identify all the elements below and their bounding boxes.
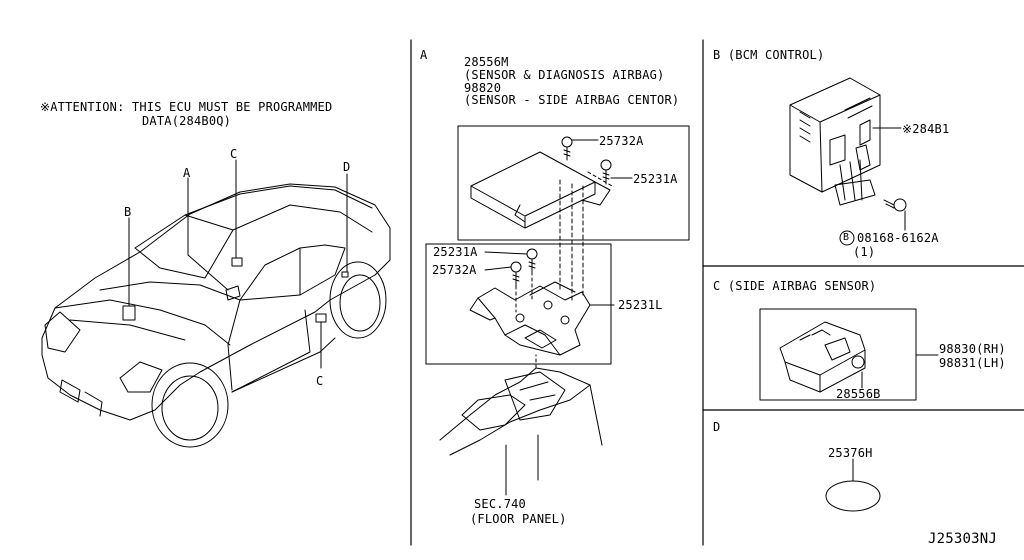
attention-note: ※ATTENTION: THIS ECU MUST BE PROGRAMMED [40, 100, 333, 114]
callout-d: D [343, 160, 351, 174]
part-25231a-bottom: 25231A [433, 245, 478, 259]
section-a-letter: A [420, 48, 428, 62]
callout-b: B [124, 205, 132, 219]
section-b-title: B (BCM CONTROL) [713, 48, 825, 62]
floor-panel-label: (FLOOR PANEL) [470, 512, 567, 526]
bolt-quantity: (1) [853, 245, 876, 259]
section-d-drawing [825, 458, 881, 512]
part-284b1: ※284B1 [902, 122, 950, 136]
callout-a: A [183, 166, 191, 180]
part-08168-6162a: 08168-6162A [857, 231, 939, 245]
bolt-circle-b: B [843, 232, 850, 243]
section-c-title: C (SIDE AIRBAG SENSOR) [713, 279, 877, 293]
panel-dividers [410, 39, 1024, 546]
section-c-drawing [759, 308, 939, 401]
part-28556m: 28556M [464, 55, 509, 69]
part-98820: 98820 [464, 81, 502, 95]
part-98831-lh: 98831(LH) [939, 356, 1006, 370]
desc-98820: (SENSOR - SIDE AIRBAG CENTOR) [464, 93, 680, 107]
part-98830-rh: 98830(RH) [939, 342, 1006, 356]
drawing-id: J25303NJ [928, 531, 998, 547]
car-illustration [41, 159, 391, 448]
callout-c-bottom: C [316, 374, 324, 388]
part-25732a-top: 25732A [599, 134, 644, 148]
section-a-drawing [425, 125, 690, 496]
part-25732a-bottom: 25732A [432, 263, 477, 277]
callout-c-top: C [230, 147, 238, 161]
desc-28556m: (SENSOR & DIAGNOSIS AIRBAG) [464, 68, 665, 82]
section-d-title: D [713, 420, 721, 434]
part-25376h: 25376H [828, 446, 873, 460]
section-b-drawing [789, 77, 907, 246]
part-25231l: 25231L [618, 298, 663, 312]
part-25231a-top: 25231A [633, 172, 678, 186]
part-28556b: 28556B [836, 387, 881, 401]
sec-740: SEC.740 [474, 497, 526, 511]
attention-note-data: DATA(284B0Q) [142, 114, 232, 128]
